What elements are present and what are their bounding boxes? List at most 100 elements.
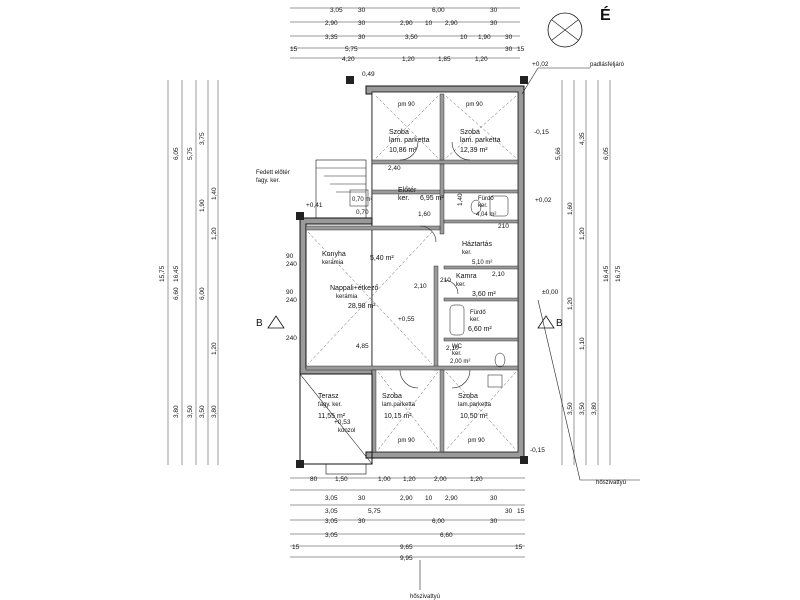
room-area-szoba-sw: 10,15 m²	[384, 413, 412, 420]
room-floor-szoba-ne: lam. parketta	[460, 137, 501, 144]
room-labels: Szoba lam. parketta 10,86 m² pm 90 Szoba…	[256, 102, 501, 444]
room-area-haztartas: 5,10 m²	[472, 260, 492, 266]
door-swings	[399, 141, 471, 389]
room-area-eloter: 6,95 m²	[420, 195, 444, 202]
inner-dim-9: 90	[286, 253, 294, 260]
inner-dim-0: 0,49	[362, 71, 375, 78]
level-6: +0,53	[334, 419, 351, 426]
dim-top-5d: 1,20	[475, 56, 488, 63]
room-name-furdo: Fürdő	[478, 196, 494, 202]
dim-bot-4d: 30	[490, 518, 498, 525]
level-5: -0,15	[534, 129, 549, 136]
level-2: +0,02	[535, 197, 552, 204]
dim-bot-3d: 15	[517, 508, 525, 515]
bottom-dimension-chains: 80 1,50 1,00 1,20 2,00 1,20 3,05 30 2,90…	[290, 476, 525, 562]
dim-bot-1b: 1,50	[335, 476, 348, 483]
pm-szoba-nw: pm 90	[398, 102, 415, 108]
room-area-szoba-nw: 10,86 m²	[389, 147, 417, 154]
dim-right-e: 16,75	[615, 265, 622, 282]
level-3: ±0,00	[542, 289, 559, 296]
column-markers	[296, 76, 528, 468]
dim-right-i: 1,10	[579, 337, 586, 350]
inner-dim-11: 90	[286, 289, 294, 296]
dim-top-2f: 30	[490, 20, 498, 27]
dim-top-2c: 2,90	[400, 20, 413, 27]
dim-top-1a: 3,05	[330, 7, 343, 14]
dim-bot-5b: 6,60	[440, 532, 453, 539]
dim-right-k: 3,50	[579, 402, 586, 415]
dim-bot-1f: 1,20	[470, 476, 483, 483]
room-floor-szoba-sw: lam.parketta	[382, 402, 416, 408]
dim-top-4a: 15	[290, 46, 298, 53]
dim-left-f: 1,20	[211, 227, 218, 240]
inner-dim-13: 240	[286, 335, 297, 342]
room-area-nappali: 28,98 m²	[348, 303, 376, 310]
terrace	[299, 373, 373, 475]
room-floor-szoba-se: lam.parketta	[458, 402, 492, 408]
dim-top-1b: 30	[358, 7, 366, 14]
room-name-kamra: Kamra	[456, 273, 477, 280]
dim-left-total: 15,75	[159, 265, 166, 282]
dim-bot-2b: 30	[358, 495, 366, 502]
room-floor-haztartas: ker.	[462, 250, 472, 256]
dim-bot-2c: 2,90	[400, 495, 413, 502]
dim-right-f: 1,60	[567, 202, 574, 215]
dim-top-4d: 15	[517, 46, 525, 53]
inner-dim-14: 210	[498, 223, 509, 230]
dim-left-d: 1,40	[211, 187, 218, 200]
dim-bot-6b: 9,65	[400, 544, 413, 551]
room-area-furdo: 4,04 m²	[476, 212, 496, 218]
dim-left-e: 1,90	[199, 199, 206, 212]
inner-dim-1: 2,40	[388, 165, 401, 172]
dim-top-5a: 4,20	[342, 56, 355, 63]
dim-bot-5a: 3,05	[325, 532, 338, 539]
level-7: -0,15	[530, 447, 545, 454]
pm-szoba-ne: pm 90	[466, 102, 483, 108]
room-diagonals	[307, 95, 517, 451]
room-name-haztartas: Háztartás	[462, 241, 492, 248]
dim-bot-1d: 1,20	[403, 476, 416, 483]
dim-top-2b: 30	[358, 20, 366, 27]
dim-bot-7a: 9,95	[400, 555, 413, 562]
inner-dim-15: 210	[440, 277, 451, 284]
room-name-wc: WC	[452, 344, 463, 350]
north-label: É	[600, 5, 611, 24]
inner-dim-10: 240	[286, 261, 297, 268]
dim-bot-3c: 30	[505, 508, 513, 515]
room-area-kamra: 3,60 m²	[472, 291, 496, 298]
dim-bot-6a: 15	[292, 544, 300, 551]
top-dimension-chains: 3,05 30 6,00 30 2,90 30 2,90 10 2,90 30 …	[290, 7, 525, 63]
room-name-fedett: Fedett előtér	[256, 170, 290, 176]
room-name-nappali: Nappali+étkező	[330, 285, 379, 292]
dim-top-5b: 1,20	[402, 56, 415, 63]
room-area-fedett: 0,70 m²	[352, 197, 372, 203]
room-name-szoba-ne: Szoba	[460, 129, 480, 136]
dim-top-3e: 1,90	[478, 34, 491, 41]
room-name-szoba-nw: Szoba	[389, 129, 409, 136]
dim-top-2a: 2,90	[325, 20, 338, 27]
room-floor-wc: ker.	[452, 351, 462, 357]
exterior-walls	[299, 85, 525, 459]
level-4: +0,55	[398, 316, 415, 323]
dim-right-d: 16,45	[603, 265, 610, 282]
dim-right-l: 3,80	[591, 402, 598, 415]
level-annotations: +0,02 +0,02 ±0,00 +0,55 -0,15 +0,53 -0,1…	[306, 61, 559, 454]
dim-right-g: 1,20	[579, 227, 586, 240]
dim-top-3a: 3,35	[325, 34, 338, 41]
dim-top-3d: 10	[460, 34, 468, 41]
dim-top-3b: 30	[358, 34, 366, 41]
room-name-konyha: Konyha	[322, 251, 346, 258]
dim-bot-6c: 15	[515, 544, 523, 551]
room-floor-terasz: fagy. ker.	[318, 402, 342, 408]
level-9: +0,41	[306, 202, 323, 209]
dim-bot-2f: 30	[490, 495, 498, 502]
room-floor-konyha: kerámia	[322, 260, 344, 266]
entrance-steps	[315, 159, 369, 219]
section-label-right: B	[556, 318, 563, 329]
callout-padlas: padlásfeljáró	[590, 62, 625, 68]
dim-left-b: 5,75	[187, 147, 194, 160]
room-name-kfurdo: Fürdő	[470, 310, 486, 316]
dim-bot-4b: 30	[358, 518, 366, 525]
pm-szoba-se: pm 90	[468, 438, 485, 444]
